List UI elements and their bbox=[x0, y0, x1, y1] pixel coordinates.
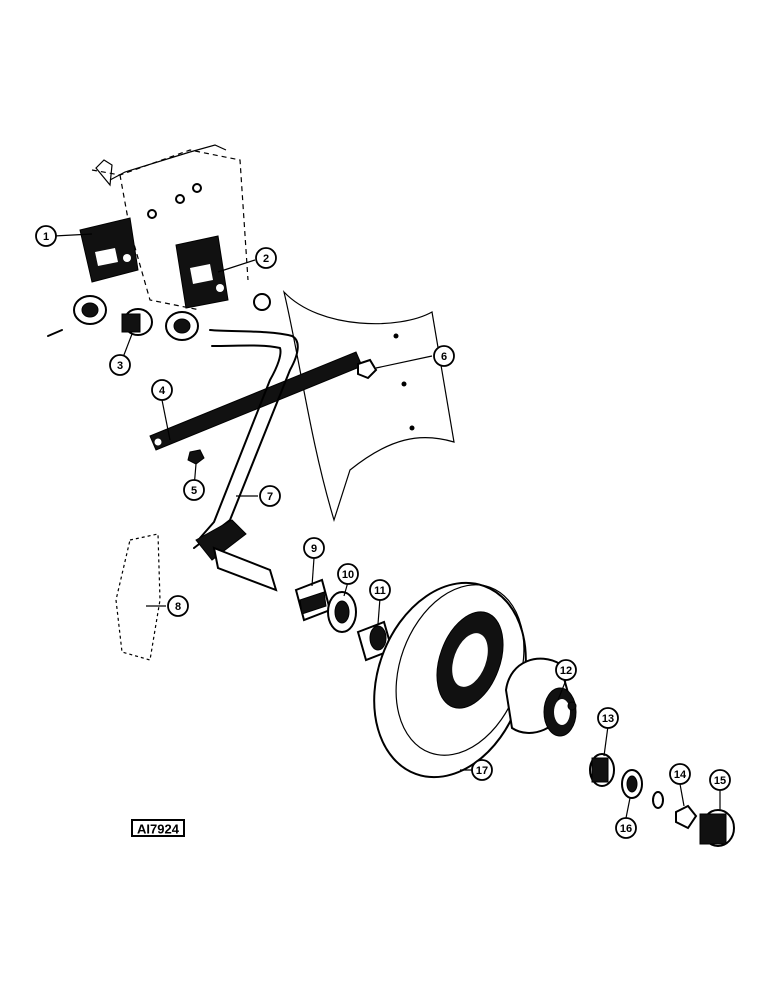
hub-cap bbox=[699, 809, 735, 847]
hub-bearing-small bbox=[621, 769, 643, 799]
callout-label: 3 bbox=[117, 360, 123, 372]
strap bbox=[149, 351, 363, 451]
callout-label: 9 bbox=[311, 543, 317, 555]
callout-label: 5 bbox=[191, 485, 197, 497]
hub-bearing bbox=[589, 753, 615, 787]
callout-6: 6 bbox=[433, 345, 455, 367]
drawing-stamp-text: AI7924 bbox=[137, 822, 180, 837]
callout-1: 1 bbox=[35, 225, 57, 247]
callout-2: 2 bbox=[255, 247, 277, 269]
callout-label: 11 bbox=[374, 585, 386, 597]
callout-label: 15 bbox=[714, 775, 726, 787]
callout-8: 8 bbox=[167, 595, 189, 617]
callout-label: 2 bbox=[263, 253, 269, 265]
bearing-cup bbox=[327, 591, 357, 633]
callout-label: 12 bbox=[560, 665, 572, 677]
callout-label: 13 bbox=[602, 713, 614, 725]
callout-5: 5 bbox=[183, 479, 205, 501]
hub bbox=[504, 657, 577, 737]
callout-11: 11 bbox=[369, 579, 391, 601]
drawing-stamp: AI7924 bbox=[131, 819, 185, 837]
bushing-set bbox=[47, 295, 199, 341]
callout-13: 13 bbox=[597, 707, 619, 729]
callout-17: 17 bbox=[471, 759, 493, 781]
fender-plate bbox=[253, 289, 455, 523]
callout-label: 8 bbox=[175, 601, 181, 613]
washer bbox=[652, 791, 664, 809]
spindle-arm bbox=[193, 329, 299, 592]
bracket-plate-right bbox=[175, 235, 229, 309]
spindle-nut bbox=[675, 804, 698, 830]
scraper bbox=[115, 533, 161, 661]
callout-16: 16 bbox=[615, 817, 637, 839]
callout-14: 14 bbox=[669, 763, 691, 785]
callout-label: 7 bbox=[267, 491, 273, 503]
callout-label: 10 bbox=[342, 569, 354, 581]
callout-10: 10 bbox=[337, 563, 359, 585]
frame-outline bbox=[91, 144, 249, 311]
callout-label: 14 bbox=[674, 769, 687, 781]
callout-label: 6 bbox=[441, 351, 447, 363]
callout-label: 17 bbox=[476, 765, 488, 777]
callout-label: 16 bbox=[620, 823, 632, 835]
callout-4: 4 bbox=[151, 379, 173, 401]
bearing-cone bbox=[294, 578, 332, 622]
callout-3: 3 bbox=[109, 354, 131, 376]
nut-frame bbox=[357, 358, 378, 380]
nut-small bbox=[187, 449, 205, 465]
callout-label: 1 bbox=[43, 231, 49, 243]
callout-9: 9 bbox=[303, 537, 325, 559]
callout-12: 12 bbox=[555, 659, 577, 681]
callout-label: 4 bbox=[159, 385, 166, 397]
callout-15: 15 bbox=[709, 769, 731, 791]
wheel bbox=[373, 581, 527, 779]
bracket-plate-left bbox=[79, 217, 139, 283]
callout-7: 7 bbox=[259, 485, 281, 507]
